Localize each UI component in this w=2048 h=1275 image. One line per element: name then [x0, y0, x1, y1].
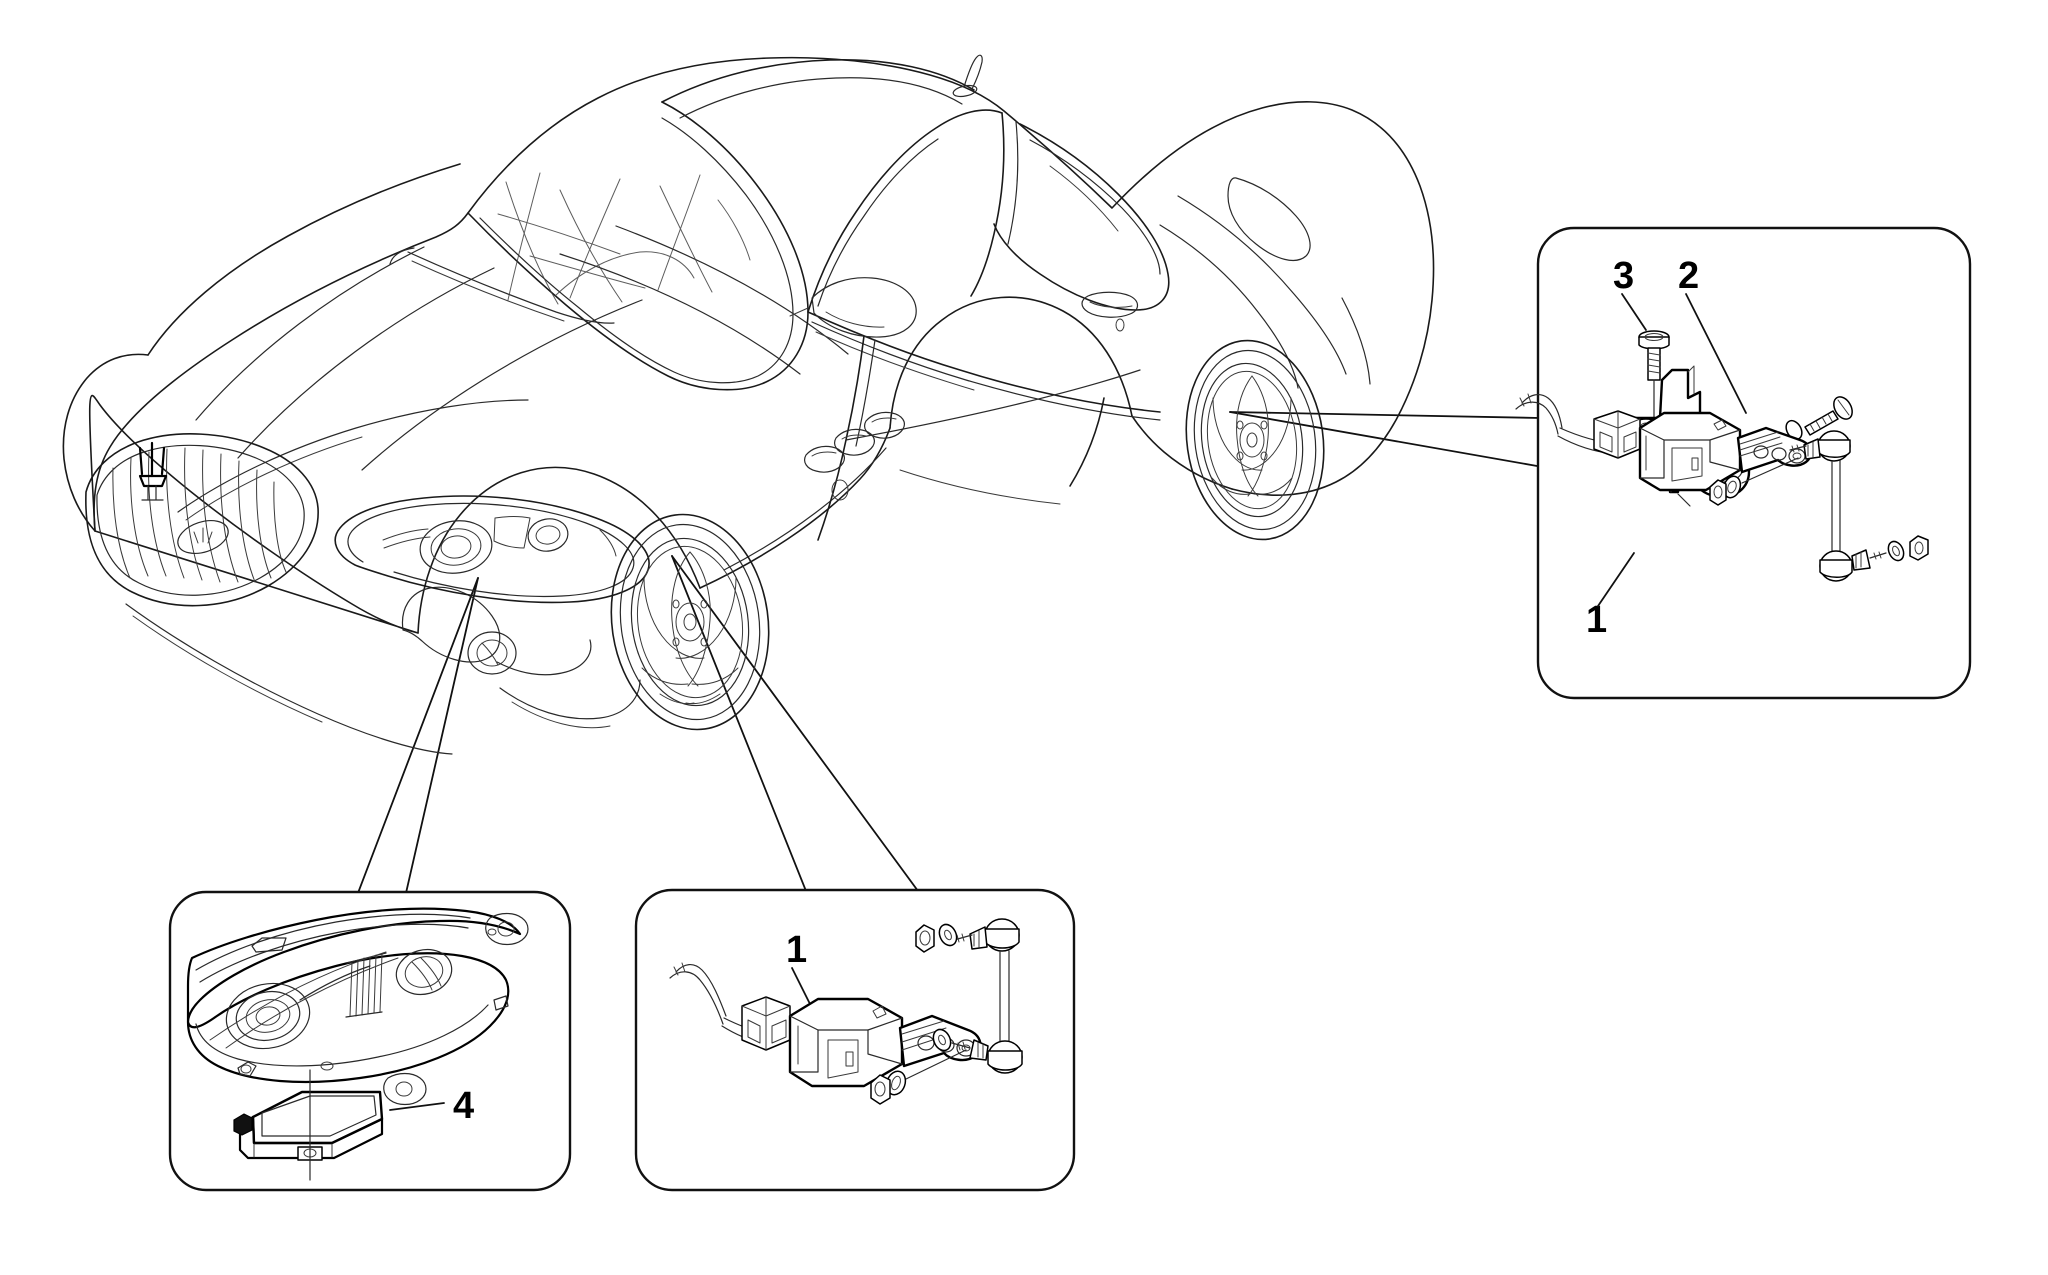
sill-shadow — [899, 469, 1061, 505]
hood-outline — [147, 163, 461, 356]
front-grille — [85, 433, 319, 607]
leader-headlight-to-bottom-left-box — [357, 577, 479, 894]
door-crease — [845, 369, 1141, 441]
hood-crease-3 — [361, 299, 643, 471]
ball-joint-link-rod — [1789, 430, 1929, 582]
windshield-inner — [479, 117, 794, 384]
rear-rim — [1200, 362, 1304, 518]
headlamp-lens-body — [186, 952, 510, 1084]
sensor-nut-washer — [1709, 457, 1799, 506]
hood-crease-2 — [237, 267, 495, 459]
callout-number-4: 4 — [453, 1085, 474, 1127]
rear-haunch — [1159, 224, 1299, 389]
rear-wheel — [1185, 339, 1325, 541]
headlight-projector-small — [527, 518, 569, 552]
hood-front-shutline — [177, 399, 529, 513]
car-body-outline — [93, 56, 1435, 532]
callout-number-1-rear: 1 — [1586, 599, 1607, 641]
headlight-indicator — [382, 528, 429, 541]
headlamp-outer-shell — [186, 907, 522, 1024]
headlight-inner-rim — [347, 502, 635, 598]
front-rim — [630, 537, 750, 707]
detail-box-top-right: 3 2 1 — [1515, 226, 1972, 700]
hood-crease-1 — [195, 246, 425, 421]
bracket-bolt-and-washer — [1739, 396, 1853, 466]
bumper-lower-intake — [125, 603, 453, 755]
callout-number-1-front: 1 — [786, 929, 807, 971]
grille-inner — [96, 444, 305, 596]
fender-side-vents — [804, 411, 905, 501]
front-wheel-spokes — [641, 551, 739, 705]
beltline — [807, 311, 1161, 413]
door-lock — [1115, 318, 1125, 332]
car-line-drawing — [62, 54, 1435, 755]
rear-quarter-window — [993, 123, 1170, 311]
front-wheel — [610, 513, 770, 731]
grille-outer — [85, 433, 319, 607]
front-tyre-inner — [619, 523, 761, 721]
leader-lines — [357, 411, 1541, 894]
windshield-outline — [467, 101, 809, 391]
door-shutline-rear — [1069, 397, 1105, 487]
roof-line — [661, 58, 975, 103]
sensor-nut-washer-front — [870, 1049, 967, 1105]
grille-bar — [112, 467, 131, 579]
side-window-front — [807, 109, 1003, 313]
front-tyre-outer — [610, 513, 770, 731]
hood-badge — [177, 520, 229, 554]
rear-tyre-outer — [1185, 339, 1325, 541]
detail-box-bottom-left: 4 — [168, 890, 572, 1192]
headlight-projector-main — [419, 520, 493, 574]
b-pillar — [970, 112, 1005, 297]
rear-tyre-inner — [1193, 349, 1317, 531]
rear-air-scoop — [1227, 177, 1311, 261]
callout-number-2: 2 — [1678, 255, 1699, 297]
windshield-wiper — [407, 251, 615, 324]
trident-emblem — [138, 441, 168, 501]
headlight-outline — [334, 495, 650, 604]
headlamp-assembly-detail — [186, 907, 529, 1106]
harness-connector — [1593, 410, 1641, 459]
callout-1-leader — [1597, 552, 1635, 607]
hex-head-screw — [1638, 330, 1670, 431]
left-headlight-cluster — [334, 495, 650, 604]
detail-box-bottom-left-frame — [168, 890, 572, 1192]
fog-lamp — [467, 631, 517, 675]
door-handle — [1081, 291, 1139, 318]
roof-inner — [679, 77, 963, 119]
callout-2-leader — [1685, 293, 1747, 414]
front-wheel-arch — [417, 466, 701, 634]
control-unit-body — [238, 1115, 384, 1160]
car-rear-lower-body — [1131, 415, 1233, 490]
ball-joint-link-rod-front — [915, 918, 1023, 1074]
headlamp-mount-tabs — [237, 912, 529, 1106]
callout-number-3: 3 — [1613, 255, 1634, 297]
bumper-side-vent-right — [496, 639, 592, 676]
leader-rear-wheel-to-top-right-box — [1229, 411, 1541, 419]
control-unit-module — [233, 1069, 384, 1181]
cowl-line — [389, 247, 415, 265]
front-bumper-lower — [88, 394, 419, 634]
callout-3-leader — [1621, 293, 1647, 331]
leader-front-wheel-to-bottom-center-box — [671, 555, 807, 892]
front-nose-outline — [62, 353, 149, 532]
rear-wheel-arch — [889, 296, 1133, 429]
roof-antenna — [952, 54, 983, 98]
door-mirror — [789, 277, 917, 338]
hood-shoulder-right — [559, 253, 801, 375]
callout-4-leader — [389, 1102, 445, 1111]
control-unit-connector — [233, 1113, 253, 1136]
detail-box-bottom-center: 1 — [634, 888, 1076, 1192]
rear-wheel-spokes — [1211, 375, 1293, 497]
level-sensor-body-rear — [1515, 393, 1812, 492]
interior-lines — [497, 172, 751, 305]
